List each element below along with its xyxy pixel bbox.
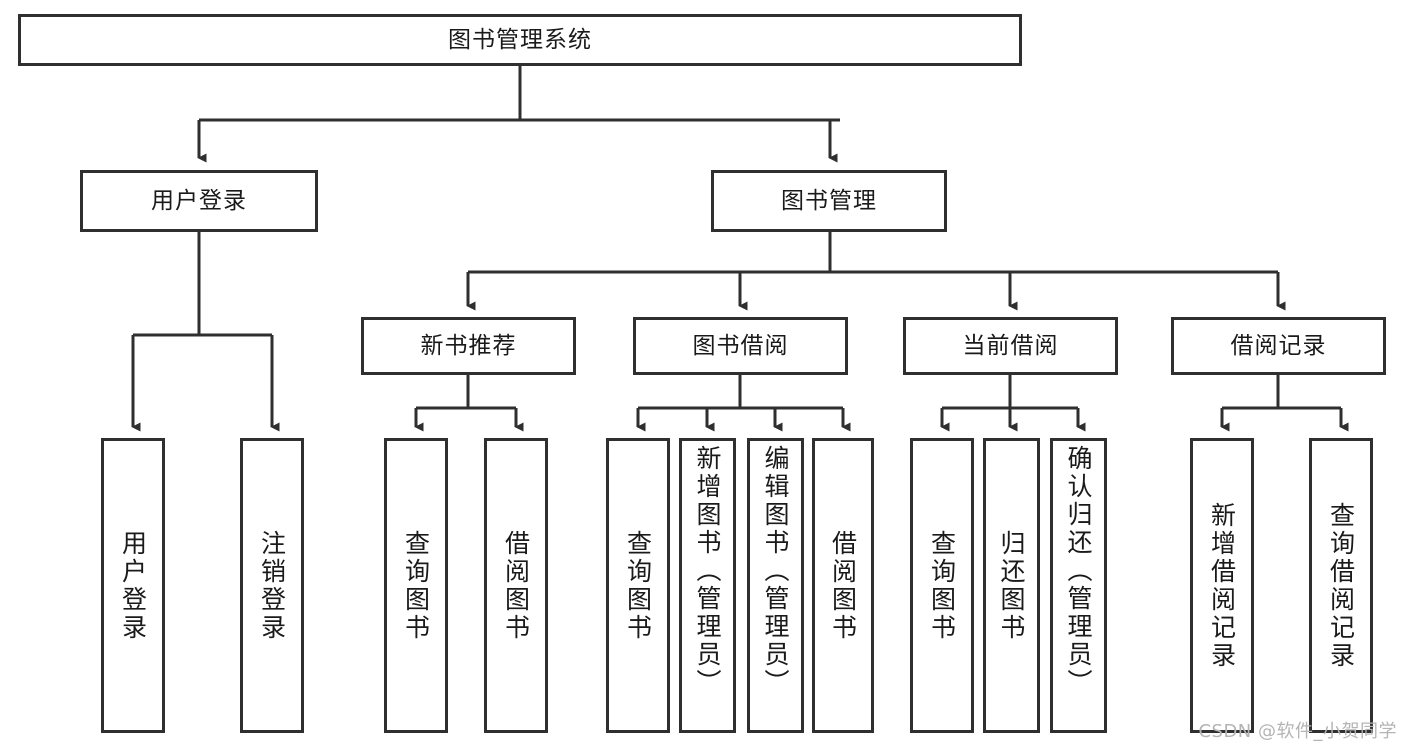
node-label: 注销登录 — [257, 529, 287, 642]
node-label: 新增借阅记录 — [1207, 501, 1237, 670]
node-label: 新增图书（管理员） — [693, 445, 722, 697]
node-label: 图书管理系统 — [448, 26, 592, 53]
node-label: 图书借阅 — [692, 332, 789, 359]
watermark-text: CSDN @软件_小贺同学 — [1198, 721, 1397, 742]
node-new-book-recommend[interactable]: 新书推荐 — [361, 317, 576, 375]
leaf-edit-book-admin[interactable]: 编辑图书（管理员） — [747, 438, 804, 733]
node-user-login[interactable]: 用户登录 — [80, 170, 318, 232]
leaf-add-book-admin[interactable]: 新增图书（管理员） — [679, 438, 736, 733]
node-label: 查询图书 — [623, 529, 653, 642]
leaf-add-borrow-record[interactable]: 新增借阅记录 — [1190, 438, 1254, 733]
node-label: 借阅图书 — [501, 529, 531, 642]
leaf-user-logout[interactable]: 注销登录 — [240, 438, 304, 733]
node-label: 查询图书 — [927, 529, 957, 642]
node-label: 新书推荐 — [420, 332, 517, 359]
node-borrow-record[interactable]: 借阅记录 — [1171, 317, 1386, 375]
node-root-system[interactable]: 图书管理系统 — [18, 14, 1022, 66]
leaf-query-book-current[interactable]: 查询图书 — [910, 438, 974, 733]
node-label: 借阅记录 — [1230, 332, 1327, 359]
leaf-query-borrow-record[interactable]: 查询借阅记录 — [1309, 438, 1373, 733]
node-book-management[interactable]: 图书管理 — [711, 170, 947, 232]
node-label: 查询借阅记录 — [1326, 501, 1356, 670]
node-label: 归还图书 — [997, 529, 1026, 642]
node-label: 用户登录 — [151, 187, 247, 214]
leaf-return-book[interactable]: 归还图书 — [983, 438, 1040, 733]
leaf-query-book-borrow[interactable]: 查询图书 — [606, 438, 670, 733]
node-label: 编辑图书（管理员） — [761, 445, 790, 697]
node-label: 确认归还（管理员） — [1064, 445, 1093, 697]
leaf-query-book-recommend[interactable]: 查询图书 — [384, 438, 448, 733]
node-label: 当前借阅 — [962, 332, 1059, 359]
node-book-borrow[interactable]: 图书借阅 — [633, 317, 848, 375]
node-current-borrow[interactable]: 当前借阅 — [903, 317, 1118, 375]
leaf-confirm-return-admin[interactable]: 确认归还（管理员） — [1050, 438, 1107, 733]
node-label: 查询图书 — [401, 529, 431, 642]
leaf-borrow-book-recommend[interactable]: 借阅图书 — [484, 438, 548, 733]
node-label: 用户登录 — [118, 529, 148, 642]
node-label: 借阅图书 — [828, 529, 858, 642]
node-label: 图书管理 — [781, 187, 877, 214]
leaf-user-login[interactable]: 用户登录 — [101, 438, 165, 733]
leaf-borrow-book[interactable]: 借阅图书 — [812, 438, 874, 733]
